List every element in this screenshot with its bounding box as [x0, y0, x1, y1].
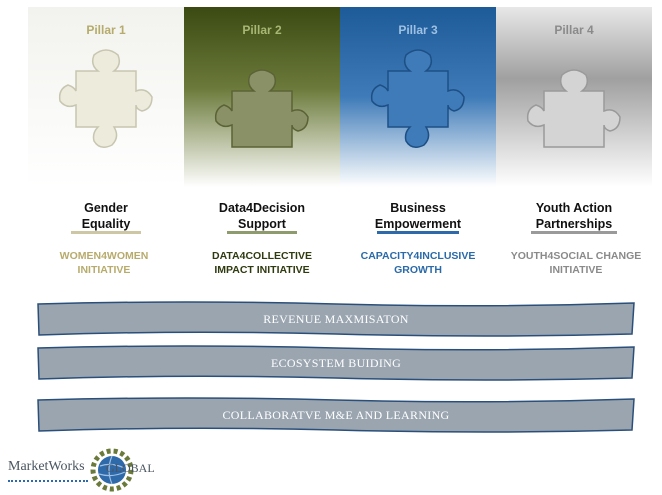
puzzle-piece-3-icon — [370, 49, 465, 148]
puzzle-piece-4-icon — [526, 69, 621, 148]
pillar-3-initiative: CAPACITY4INCLUSIVE GROWTH — [360, 250, 476, 276]
pillar-2-column: Pillar 2 — [184, 7, 340, 187]
pillar-1-initiative: WOMEN4WOMEN INITIATIVE — [59, 250, 149, 276]
band-banner-shape — [37, 301, 635, 337]
band-ecosystem-label: ECOSYSTEM BUIDING — [270, 355, 402, 370]
band-collaborative-label: COLLABORATVE M&E AND LEARNING — [222, 407, 450, 422]
puzzle-piece-2-icon — [214, 69, 309, 148]
pillar-3-name: Business Empowerment — [374, 201, 462, 231]
marketworks-logo: MarketWorks GLOBAL — [8, 448, 158, 492]
pillar-4-title: Pillar 4 — [554, 23, 594, 37]
pillar-4-column: Pillar 4 — [496, 7, 652, 187]
pillar-2-initiative: DATA4COLLECTIVE IMPACT INITIATIVE — [212, 250, 312, 276]
pillar-4-name: Youth Action Partnerships — [535, 201, 613, 231]
pillar-3-title: Pillar 3 — [398, 23, 438, 37]
pillar-4-underline — [531, 231, 617, 234]
band-ecosystem: ECOSYSTEM BUIDING — [36, 344, 636, 382]
pillar-2-title: Pillar 2 — [242, 23, 282, 37]
band-collaborative: COLLABORATVE M&E AND LEARNING — [36, 396, 636, 434]
pillar-4-initiative: YOUTH4SOCIAL CHANGE INITIATIVE — [510, 250, 642, 276]
puzzle-piece-1-icon — [58, 49, 153, 148]
pillar-2-underline — [227, 231, 297, 234]
band-banner-shape — [37, 345, 635, 381]
pillar-1-title: Pillar 1 — [86, 23, 126, 37]
pillar-1-column: Pillar 1 — [28, 7, 184, 187]
pillar-1-underline — [71, 231, 141, 234]
logo-text: MarketWorks — [8, 459, 85, 474]
pillar-3-underline — [377, 231, 459, 234]
pillar-2-name: Data4Decision Support — [218, 201, 306, 231]
logo-dotted-line — [8, 480, 88, 482]
gear-globe-icon — [90, 448, 134, 492]
band-revenue-label: REVENUE MAXMISATON — [263, 311, 409, 326]
band-banner-shape — [37, 397, 635, 433]
logo-text-global: GLOBAL — [106, 461, 155, 475]
pillar-3-column: Pillar 3 — [340, 7, 496, 187]
pillar-1-name: Gender Equality — [81, 201, 131, 231]
band-revenue: REVENUE MAXMISATON — [36, 300, 636, 338]
